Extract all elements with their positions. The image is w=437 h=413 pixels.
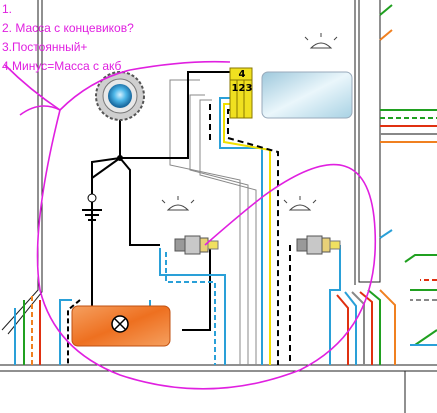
annotation-line-1: 1.	[2, 2, 13, 16]
ceiling-light-icon	[161, 196, 195, 211]
connector-pin-2: 2	[238, 83, 246, 94]
connector-block	[229, 67, 253, 119]
ceiling-lamp-lens	[261, 71, 353, 119]
lamp-bulb-icon	[111, 315, 129, 333]
wire-junction	[117, 155, 123, 161]
connector-pin-1: 1	[231, 83, 239, 94]
harness-bundle	[169, 79, 257, 365]
connector-pin-4: 4	[238, 69, 246, 80]
annotation-line-4: 4.Минус=Масса с акб	[2, 59, 122, 73]
annotation-line-2: 2. Масса с концевиков?	[2, 21, 134, 35]
ceiling-light-icon	[304, 33, 338, 49]
door-switch-icon	[296, 235, 341, 255]
door-switch-icon	[174, 235, 219, 255]
switch-knob-icon	[95, 71, 145, 121]
right-side-wires	[336, 4, 437, 365]
ground-symbol-icon	[87, 193, 97, 203]
ceiling-light-icon	[283, 196, 317, 211]
connector-pin-3: 3	[245, 83, 253, 94]
annotation-line-3: 3.Постоянный+	[2, 40, 88, 54]
hand-drawn-annotations	[4, 60, 377, 390]
left-side-wires	[14, 296, 41, 365]
